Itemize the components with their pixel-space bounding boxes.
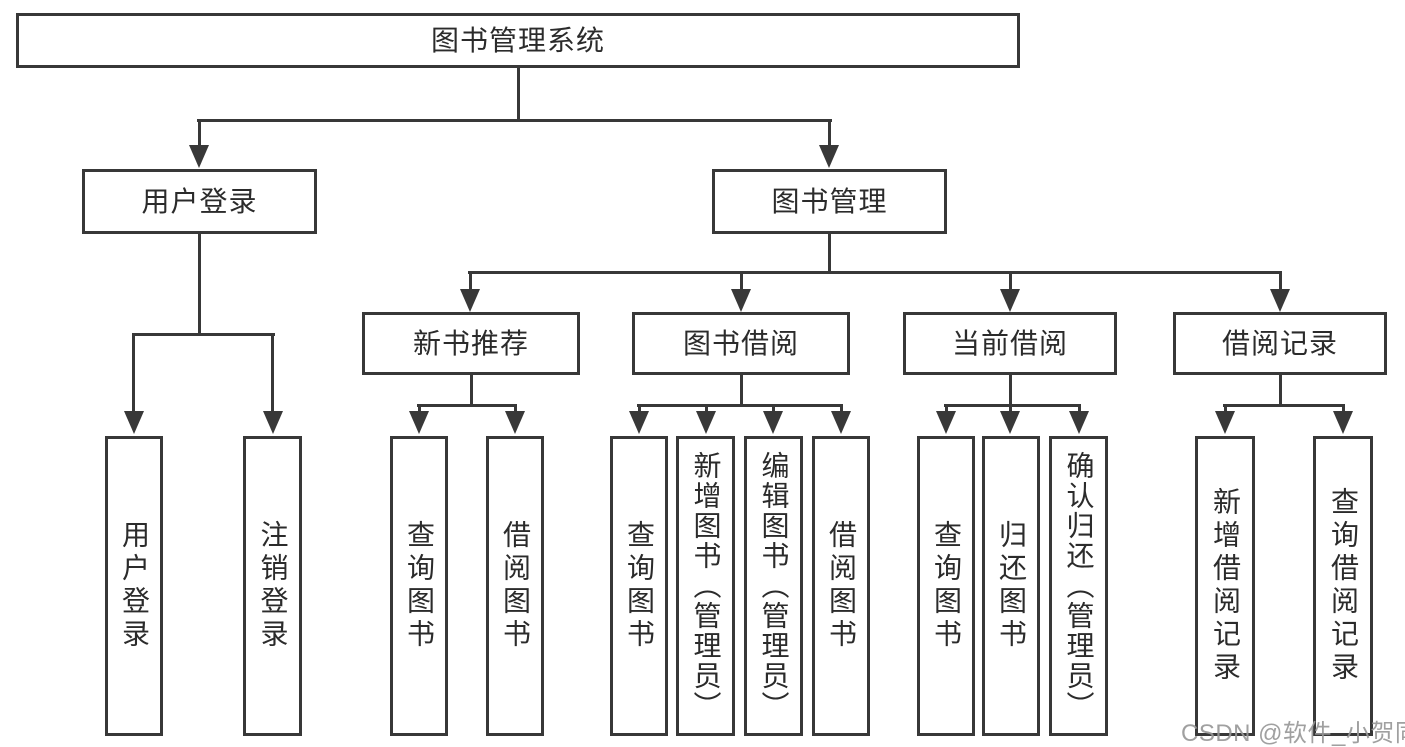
- leaf-user-login-label: 用户登录: [119, 520, 150, 652]
- connector-line: [638, 406, 641, 413]
- leaf-history-add-record-label: 新增借阅记录: [1210, 487, 1241, 685]
- connector-line: [1224, 406, 1227, 413]
- arrow-down-icon: [696, 411, 716, 434]
- leaf-borrowing-borrow-book: 借阅图书: [812, 436, 870, 736]
- node-current-borrowing-label: 当前借阅: [951, 327, 1068, 359]
- connector-line: [828, 120, 831, 147]
- leaf-logout-label: 注销登录: [257, 520, 289, 652]
- leaf-current-confirm-return-admin-label: 确认归还（管理员）: [1063, 451, 1095, 721]
- connector-line: [945, 406, 948, 413]
- connector-line: [417, 404, 517, 407]
- connector-line: [740, 273, 743, 291]
- connector-line: [705, 406, 708, 413]
- leaf-current-confirm-return-admin: 确认归还（管理员）: [1049, 436, 1108, 736]
- connector-line: [1223, 404, 1345, 407]
- node-root-label: 图书管理系统: [430, 24, 605, 56]
- arrow-down-icon: [505, 411, 525, 434]
- leaf-recommend-borrow-book-label: 借阅图书: [500, 520, 531, 652]
- arrow-down-icon: [763, 411, 783, 434]
- arrow-down-icon: [731, 289, 751, 312]
- leaf-user-login: 用户登录: [105, 436, 163, 736]
- connector-line: [468, 271, 1282, 274]
- connector-line: [1342, 406, 1345, 413]
- connector-line: [514, 406, 517, 413]
- node-user-login-label: 用户登录: [141, 185, 258, 217]
- csdn-watermark: CSDN @软件_小贺同学: [1181, 720, 1405, 747]
- arrow-down-icon: [263, 411, 283, 434]
- arrow-down-icon: [1215, 411, 1235, 434]
- connector-line: [132, 333, 275, 336]
- leaf-current-query-book-label: 查询图书: [931, 520, 962, 652]
- connector-line: [944, 404, 1081, 407]
- connector-line: [198, 120, 201, 147]
- leaf-borrowing-borrow-book-label: 借阅图书: [826, 520, 857, 652]
- arrow-down-icon: [819, 145, 839, 168]
- leaf-recommend-query-book: 查询图书: [390, 436, 448, 736]
- arrow-down-icon: [189, 145, 209, 168]
- arrow-down-icon: [1270, 289, 1290, 312]
- node-book-borrowing-label: 图书借阅: [682, 327, 799, 359]
- leaf-borrowing-add-book-admin: 新增图书（管理员）: [676, 436, 735, 736]
- node-book-management: 图书管理: [712, 169, 947, 234]
- connector-line: [1279, 273, 1282, 291]
- connector-line: [469, 273, 472, 291]
- leaf-borrowing-add-book-admin-label: 新增图书（管理员）: [690, 451, 722, 721]
- leaf-history-add-record: 新增借阅记录: [1195, 436, 1255, 736]
- node-book-borrowing: 图书借阅: [632, 312, 850, 375]
- leaf-borrowing-edit-book-admin-label: 编辑图书（管理员）: [758, 451, 790, 721]
- connector-line: [517, 68, 520, 120]
- node-borrow-records-label: 借阅记录: [1221, 327, 1338, 359]
- arrow-down-icon: [1333, 411, 1353, 434]
- leaf-borrowing-query-book-label: 查询图书: [624, 520, 655, 652]
- connector-line: [840, 406, 843, 413]
- node-user-login: 用户登录: [82, 169, 317, 234]
- connector-line: [132, 335, 135, 413]
- leaf-history-query-record-label: 查询借阅记录: [1328, 487, 1359, 685]
- connector-line: [1279, 375, 1282, 406]
- connector-line: [470, 375, 473, 406]
- node-root: 图书管理系统: [16, 13, 1020, 68]
- connector-line: [740, 375, 743, 406]
- leaf-history-query-record: 查询借阅记录: [1313, 436, 1373, 736]
- leaf-logout: 注销登录: [243, 436, 302, 736]
- arrow-down-icon: [124, 411, 144, 434]
- leaf-current-return-book-label: 归还图书: [996, 520, 1027, 652]
- arrow-down-icon: [936, 411, 956, 434]
- node-new-book-recommend-label: 新书推荐: [412, 327, 529, 359]
- connector-line: [197, 119, 832, 122]
- connector-line: [1009, 375, 1012, 406]
- arrow-down-icon: [1000, 411, 1020, 434]
- connector-line: [198, 234, 201, 335]
- connector-line: [1009, 406, 1012, 413]
- arrow-down-icon: [1069, 411, 1089, 434]
- node-current-borrowing: 当前借阅: [903, 312, 1117, 375]
- connector-line: [418, 406, 421, 413]
- connector-line: [828, 234, 831, 273]
- arrow-down-icon: [1000, 289, 1020, 312]
- leaf-borrowing-edit-book-admin: 编辑图书（管理员）: [744, 436, 803, 736]
- leaf-recommend-borrow-book: 借阅图书: [486, 436, 544, 736]
- arrow-down-icon: [629, 411, 649, 434]
- arrow-down-icon: [460, 289, 480, 312]
- leaf-current-query-book: 查询图书: [917, 436, 975, 736]
- leaf-borrowing-query-book: 查询图书: [610, 436, 668, 736]
- arrow-down-icon: [831, 411, 851, 434]
- connector-line: [772, 406, 775, 413]
- leaf-recommend-query-book-label: 查询图书: [404, 520, 435, 652]
- arrow-down-icon: [409, 411, 429, 434]
- connector-line: [1009, 273, 1012, 291]
- connector-line: [1078, 406, 1081, 413]
- connector-line: [271, 335, 274, 413]
- node-book-management-label: 图书管理: [771, 185, 888, 217]
- node-new-book-recommend: 新书推荐: [362, 312, 580, 375]
- connector-line: [637, 404, 843, 407]
- leaf-current-return-book: 归还图书: [982, 436, 1040, 736]
- node-borrow-records: 借阅记录: [1173, 312, 1387, 375]
